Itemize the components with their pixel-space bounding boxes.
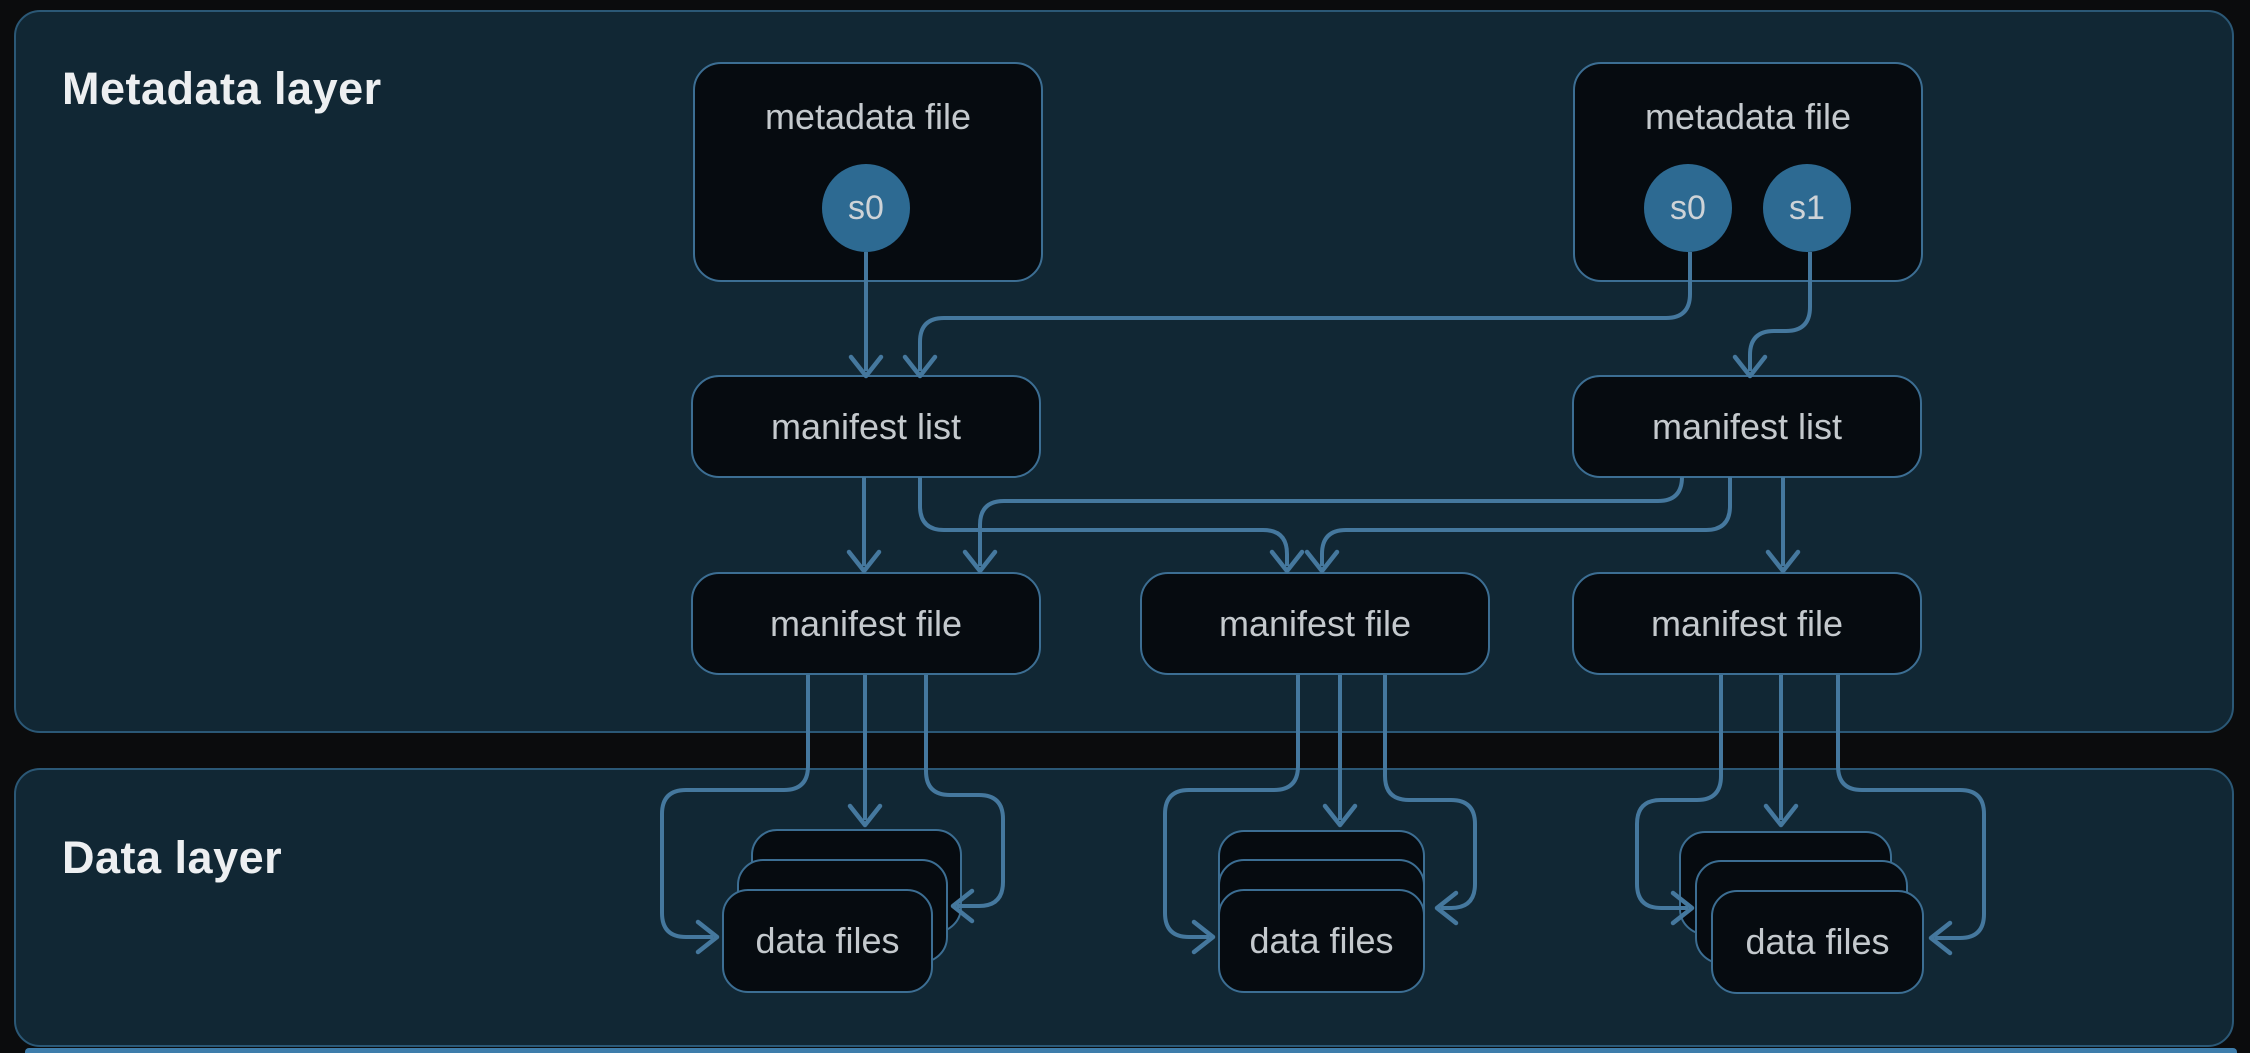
node-manifest-file-middle: manifest file xyxy=(1140,572,1490,675)
node-manifest-file-right: manifest file xyxy=(1572,572,1922,675)
snapshot-circle-s0-left: s0 xyxy=(822,164,910,252)
snapshot-label: s0 xyxy=(1670,188,1706,227)
snapshot-label: s1 xyxy=(1789,188,1825,227)
node-manifest-file-left: manifest file xyxy=(691,572,1041,675)
metadata-layer-title: Metadata layer xyxy=(62,63,382,114)
node-label: manifest list xyxy=(1651,405,1843,447)
node-label: manifest file xyxy=(1650,602,1844,644)
node-label: data files xyxy=(1745,921,1890,962)
snapshot-label: s0 xyxy=(848,188,884,227)
snapshot-circle-s1-right: s1 xyxy=(1763,164,1851,252)
node-manifest-list-right: manifest list xyxy=(1572,375,1922,478)
next-section-top-edge xyxy=(25,1048,2237,1053)
node-metadata-file-right: metadata file xyxy=(1573,62,1923,282)
node-label: manifest file xyxy=(1218,602,1412,644)
node-label: metadata file xyxy=(764,96,972,137)
data-layer-title: Data layer xyxy=(62,832,283,883)
snapshot-circle-s0-right: s0 xyxy=(1644,164,1732,252)
node-label: data files xyxy=(1249,920,1394,961)
node-label: manifest list xyxy=(770,405,962,447)
node-label: manifest file xyxy=(769,602,963,644)
node-label: metadata file xyxy=(1644,96,1852,137)
node-data-files-middle: data files xyxy=(1218,889,1425,993)
node-label: data files xyxy=(755,920,900,961)
node-data-files-right: data files xyxy=(1711,890,1924,994)
node-data-files-left: data files xyxy=(722,889,933,993)
node-manifest-list-left: manifest list xyxy=(691,375,1041,478)
